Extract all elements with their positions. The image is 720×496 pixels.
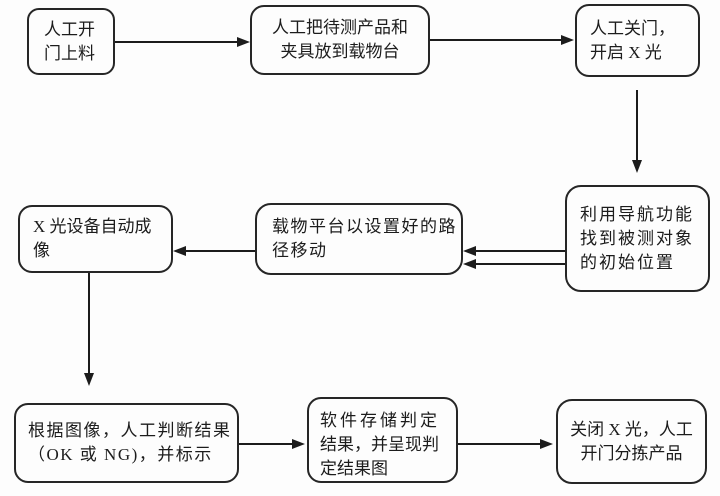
node-text-line: （OK 或 NG)，并标示 bbox=[28, 445, 213, 464]
arrow-line-place-to-close bbox=[430, 39, 561, 41]
node-text-line: 关闭 X 光，人工 bbox=[570, 419, 693, 439]
arrow-line-store-to-sort bbox=[458, 443, 540, 445]
node-text-line: 夹具放到载物台 bbox=[280, 42, 400, 61]
arrow-line-load-to-place bbox=[115, 41, 237, 43]
node-text-line: 根据图像，人工判断结果 bbox=[28, 421, 232, 440]
arrowhead-right-icon bbox=[561, 35, 574, 45]
arrowhead-right-icon bbox=[540, 439, 553, 449]
arrow-line-navigate-to-stage-upper bbox=[476, 250, 565, 252]
node-text-line: 找到被测对象 bbox=[580, 228, 694, 248]
flow-node-stage-moves-along-path: 载物平台以设置好的路 径移动 bbox=[255, 203, 463, 275]
flow-node-navigate-initial-position: 利用导航功能 找到被测对象 的初始位置 bbox=[565, 185, 710, 292]
node-text-line: X 光设备自动成 bbox=[33, 217, 152, 236]
arrowhead-down-icon bbox=[84, 373, 94, 386]
node-text-line: 像 bbox=[33, 241, 50, 260]
node-text-line: 软件存储判定 bbox=[320, 411, 440, 430]
node-text-line: 人工把待测产品和 bbox=[272, 18, 408, 37]
node-text-line: 径移动 bbox=[272, 241, 328, 260]
node-text-line: 定结果图 bbox=[320, 459, 388, 478]
arrow-line-close-to-navigate bbox=[636, 90, 638, 160]
arrowhead-left-icon bbox=[463, 246, 476, 256]
flow-node-xray-auto-imaging: X 光设备自动成 像 bbox=[18, 205, 173, 273]
arrow-line-imaging-to-judge bbox=[88, 273, 90, 373]
flow-node-xray-off-sort-product: 关闭 X 光，人工 开门分拣产品 bbox=[556, 399, 707, 484]
arrowhead-left-icon bbox=[463, 259, 476, 269]
arrowhead-right-icon bbox=[292, 439, 305, 449]
arrow-line-stage-to-imaging bbox=[186, 250, 255, 252]
flow-node-place-product-on-stage: 人工把待测产品和 夹具放到载物台 bbox=[250, 5, 430, 75]
flow-node-manual-judge-result: 根据图像，人工判断结果 （OK 或 NG)，并标示 bbox=[14, 403, 239, 483]
node-text-line: 利用导航功能 bbox=[580, 204, 694, 224]
node-text-line: 的初始位置 bbox=[580, 252, 675, 272]
arrow-line-navigate-to-stage-lower bbox=[476, 263, 565, 265]
node-text-line: 人工关门， bbox=[590, 18, 675, 38]
node-text-line: 载物平台以设置好的路 bbox=[272, 217, 457, 236]
node-text-line: 门上料 bbox=[44, 43, 95, 63]
arrowhead-down-icon bbox=[632, 160, 642, 173]
flow-node-close-door-start-xray: 人工关门， 开启 X 光 bbox=[575, 4, 700, 77]
node-text-line: 开门分拣产品 bbox=[580, 443, 683, 463]
flow-node-software-store-result: 软件存储判定 结果，并呈现判 定结果图 bbox=[307, 397, 458, 483]
node-text-line: 人工开 bbox=[44, 19, 95, 39]
node-text-line: 结果，并呈现判 bbox=[320, 435, 439, 454]
arrow-line-judge-to-store bbox=[239, 443, 292, 445]
arrowhead-right-icon bbox=[237, 37, 250, 47]
flow-node-manual-open-door-loading: 人工开 门上料 bbox=[27, 8, 115, 75]
arrowhead-left-icon bbox=[173, 246, 186, 256]
node-text-line: 开启 X 光 bbox=[590, 42, 662, 62]
